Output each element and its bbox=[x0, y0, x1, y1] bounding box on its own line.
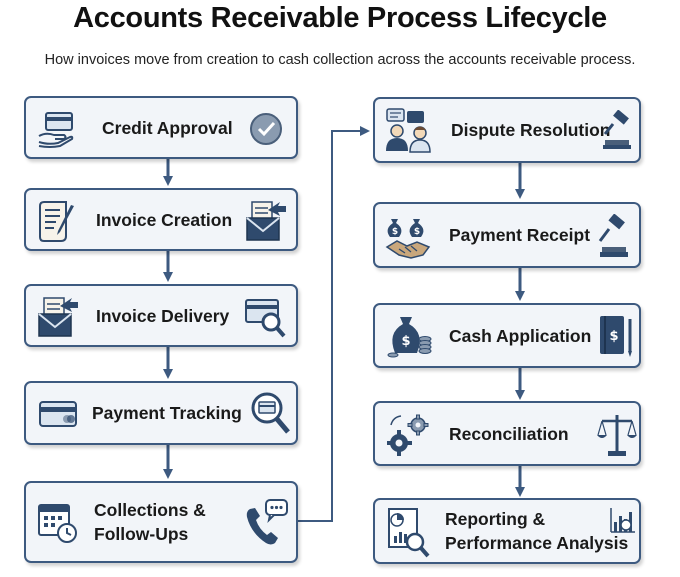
envelope-send-icon bbox=[246, 201, 286, 241]
step-label-line-2: Performance Analysis bbox=[445, 533, 629, 553]
calendar-clock-icon bbox=[38, 504, 77, 543]
page-title: Accounts Receivable Process Lifecycle bbox=[73, 2, 607, 34]
step-label: Cash Application bbox=[449, 325, 592, 346]
money-bag-coins-icon: $ bbox=[387, 317, 432, 358]
envelope-send-icon bbox=[38, 297, 78, 337]
step-dispute-resolution: Dispute Resolution bbox=[373, 97, 641, 163]
magnifier-card-icon bbox=[245, 299, 286, 338]
step-collections-follow-ups: Collections & Follow-Ups bbox=[24, 481, 298, 563]
magnifier-card-icon bbox=[251, 392, 290, 434]
arrow-cross-column bbox=[298, 126, 370, 522]
ledger-book-icon: $ bbox=[600, 316, 632, 357]
step-payment-receipt: $ $ Payment Receipt bbox=[373, 202, 641, 268]
phone-chat-icon bbox=[246, 499, 288, 545]
svg-text:$: $ bbox=[414, 227, 420, 237]
svg-text:$: $ bbox=[609, 329, 618, 344]
gavel-icon bbox=[603, 110, 631, 149]
step-label: Dispute Resolution bbox=[451, 120, 611, 140]
step-invoice-creation: Invoice Creation bbox=[24, 188, 298, 251]
step-label-line-2: Follow-Ups bbox=[94, 524, 189, 544]
document-pen-icon bbox=[39, 201, 74, 242]
gavel-icon bbox=[598, 214, 628, 257]
svg-text:$: $ bbox=[392, 227, 398, 237]
people-discussion-icon bbox=[386, 108, 431, 153]
credit-card-hand-icon bbox=[38, 112, 74, 148]
step-credit-approval: Credit Approval bbox=[24, 96, 298, 159]
credit-card-icon bbox=[39, 401, 77, 427]
step-payment-tracking: Payment Tracking bbox=[24, 381, 298, 445]
step-invoice-delivery: Invoice Delivery bbox=[24, 284, 298, 347]
bar-chart-magnifier-icon bbox=[610, 508, 635, 533]
step-label: Credit Approval bbox=[102, 117, 233, 138]
step-label: Invoice Delivery bbox=[96, 305, 230, 326]
step-reporting-performance-analysis: Reporting & Performance Analysis bbox=[373, 498, 641, 564]
gears-icon bbox=[387, 414, 429, 456]
page-subtitle: How invoices move from creation to cash … bbox=[44, 52, 636, 68]
step-reconciliation: Reconciliation bbox=[373, 401, 641, 466]
step-label: Payment Tracking bbox=[92, 403, 242, 423]
step-label: Reconciliation bbox=[449, 423, 569, 444]
money-bags-handshake-icon: $ $ bbox=[385, 219, 431, 259]
step-label: Payment Receipt bbox=[449, 225, 591, 245]
check-circle-icon bbox=[250, 113, 282, 145]
step-label: Invoice Creation bbox=[96, 209, 233, 230]
step-label-multiline: Collections & Follow-Ups bbox=[94, 483, 206, 561]
svg-text:$: $ bbox=[401, 334, 410, 349]
step-label-line-1: Reporting & bbox=[445, 509, 546, 529]
step-cash-application: $ Cash Application $ bbox=[373, 303, 641, 368]
step-label-line-1: Collections & bbox=[94, 500, 206, 520]
report-chart-icon bbox=[388, 508, 430, 558]
step-label-multiline: Reporting & Performance Analysis bbox=[445, 500, 628, 562]
balance-scale-icon bbox=[597, 415, 637, 456]
